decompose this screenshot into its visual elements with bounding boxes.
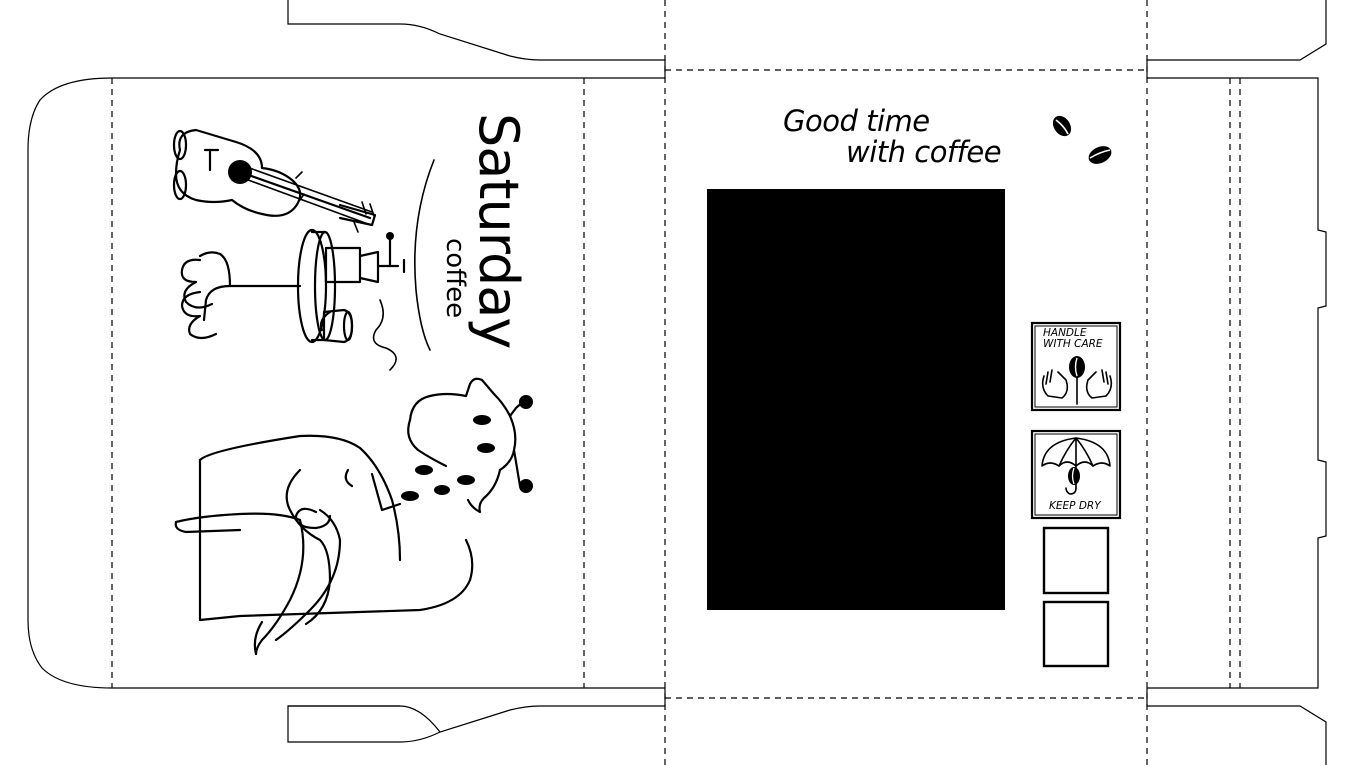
coffee-cup-icon [319, 308, 354, 344]
giraffe-illustration [174, 377, 533, 656]
empty-symbol-box-1 [1042, 526, 1110, 595]
empty-symbol-box-2 [1042, 600, 1110, 668]
left-panel-outline [27, 77, 665, 689]
tagline-line-1: Good time [783, 104, 930, 138]
handle-with-care-label [1030, 321, 1122, 412]
table-illustration [180, 228, 337, 344]
guitar-icon [172, 128, 377, 233]
bottom-right-flap [1146, 688, 1327, 765]
steam-lines [372, 159, 435, 371]
top-right-flap [1146, 0, 1327, 78]
coffee-grinder-icon [324, 232, 406, 284]
umbrella-icon [1041, 437, 1111, 495]
coffee-bean-icon-2 [1088, 146, 1112, 164]
tagline-line-2: with coffee [846, 135, 1002, 169]
brand-name: Saturday [467, 113, 530, 349]
right-panel-outline [1147, 77, 1327, 689]
coffee-bean-icon [1052, 115, 1072, 137]
hands-holding-bean-icon [1041, 356, 1113, 405]
handle-with-care-text-1: HANDLE [1043, 327, 1087, 339]
handle-with-care-text-2: WITH CARE [1043, 338, 1103, 350]
top-left-flap [287, 0, 666, 78]
keep-dry-text: KEEP DRY [1049, 500, 1101, 512]
product-window [707, 189, 1005, 610]
brand-subtitle: coffee [440, 238, 470, 319]
bottom-left-flap [287, 688, 666, 743]
keep-dry-label [1030, 429, 1122, 520]
